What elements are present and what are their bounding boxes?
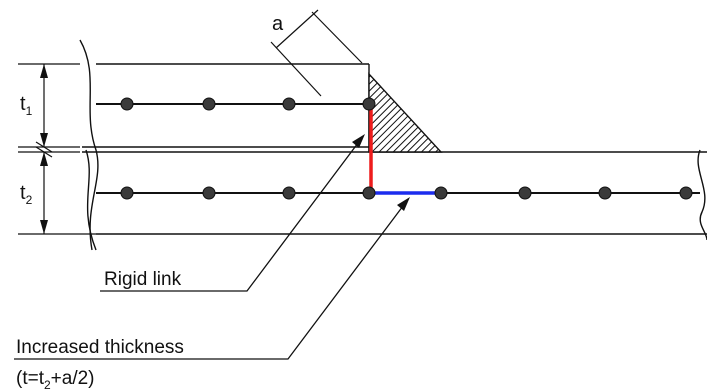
dim-a-line: [275, 9, 319, 49]
node: [362, 186, 376, 200]
node: [120, 186, 134, 200]
node: [434, 186, 448, 200]
rigid-link-leader: [100, 142, 359, 292]
dim-t1-tick-top: [35, 141, 53, 153]
dim-t1-arrow-bottom: [40, 133, 48, 147]
increased-thickness-leader: [14, 205, 404, 360]
dim-t2-arrow-top: [40, 152, 48, 166]
dim-t2-tick-top: [35, 146, 53, 158]
node: [282, 97, 296, 111]
node: [202, 97, 216, 111]
dim-a-label: a: [272, 13, 284, 35]
increased-thickness-leader-arrow: [397, 197, 410, 211]
break-line-left-outer: [79, 39, 99, 251]
node: [282, 186, 296, 200]
node: [679, 186, 693, 200]
node: [120, 97, 134, 111]
increased-thickness-label: Increased thickness: [16, 337, 184, 358]
rigid-link-label: Rigid link: [104, 269, 182, 290]
node: [362, 97, 376, 111]
thickness-formula: (t=t2+a/2): [16, 368, 95, 391]
dim-a-extension-left: [270, 41, 322, 97]
t1-label: t1: [20, 93, 33, 118]
node: [598, 186, 612, 200]
break-line-right: [697, 149, 707, 241]
rigid-link-leader-arrow: [352, 134, 365, 148]
t2-label: t2: [20, 182, 33, 207]
dim-t2-arrow-bottom: [40, 220, 48, 234]
weld-fillet: [368, 72, 443, 153]
node: [518, 186, 532, 200]
node: [202, 186, 216, 200]
dim-a-extension-right: [311, 11, 363, 64]
dim-t1-arrow-top: [40, 64, 48, 78]
break-line-left-inner: [85, 149, 97, 251]
